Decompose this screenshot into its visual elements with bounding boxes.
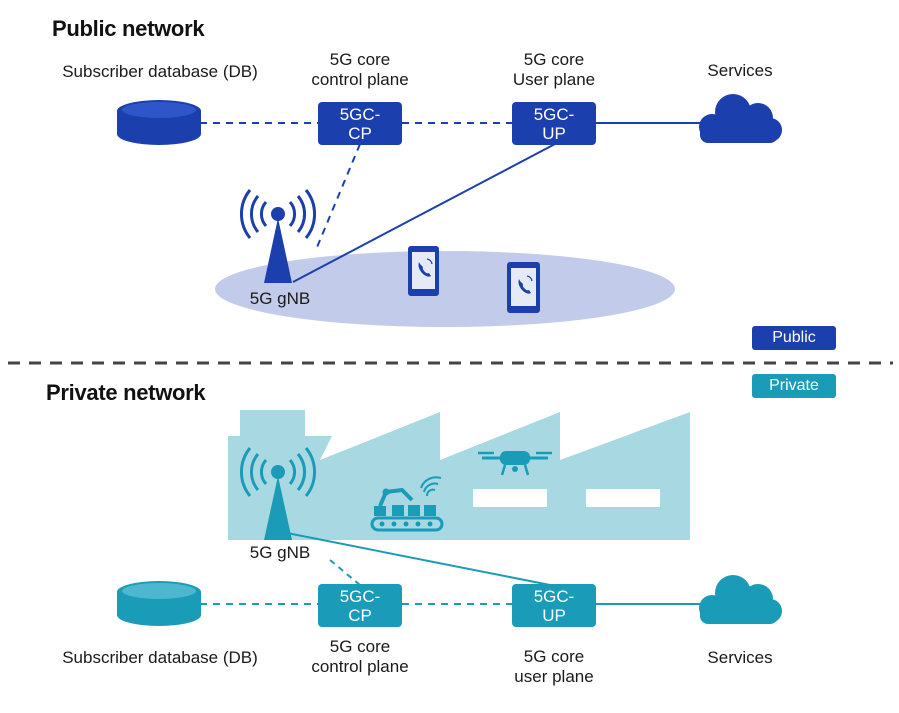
database-icon <box>117 100 201 145</box>
core-up-node: 5GC- UP <box>512 584 596 627</box>
phone-icon <box>408 246 439 296</box>
robot-arm-icon <box>370 476 444 532</box>
factory-icon <box>228 410 690 540</box>
factory-window <box>586 489 660 507</box>
gnb-label: 5G gNB <box>249 289 311 308</box>
subscriber-db-label: Subscriber database (DB) <box>62 62 258 81</box>
antenna-icon <box>240 189 316 283</box>
gnb-up-link <box>281 531 556 587</box>
core-cp-node: 5GC- CP <box>318 102 402 145</box>
gnb-cp-link <box>314 143 361 253</box>
core-cp-caption: 5G core control plane <box>290 50 430 90</box>
node-line: CP <box>348 605 372 625</box>
node-line: 5GC- <box>339 586 381 606</box>
factory-window <box>473 489 547 507</box>
subscriber-db-label: Subscriber database (DB) <box>62 648 258 667</box>
core-up-node: 5GC- UP <box>512 102 596 145</box>
core-up-caption-text: 5G core user plane <box>514 647 594 686</box>
drone-icon <box>478 451 552 476</box>
gnb-up-link <box>292 143 556 283</box>
public-tag: Public <box>752 326 836 350</box>
node-line: UP <box>542 123 566 143</box>
phone-icon <box>507 262 540 313</box>
services-label: Services <box>707 61 773 80</box>
database-icon <box>117 581 201 626</box>
gnb-label: 5G gNB <box>249 543 311 562</box>
public-network-title: Public network <box>52 16 205 41</box>
node-line: CP <box>348 123 372 143</box>
core-cp-caption-text: 5G core control plane <box>311 50 409 89</box>
node-line: UP <box>542 605 566 625</box>
core-up-caption: 5G core User plane <box>484 50 624 90</box>
node-line: 5GC- <box>533 104 575 124</box>
services-label: Services <box>707 648 773 667</box>
node-line: 5GC- <box>533 586 575 606</box>
core-up-caption: 5G core user plane <box>484 647 624 687</box>
core-up-caption-text: 5G core User plane <box>512 50 596 89</box>
private-network-title: Private network <box>46 380 206 405</box>
core-cp-caption-text: 5G core control plane <box>311 637 409 676</box>
antenna-icon <box>240 447 316 540</box>
gnb-cp-link <box>329 559 361 586</box>
node-line: 5GC- <box>339 104 381 124</box>
core-cp-node: 5GC- CP <box>318 584 402 627</box>
core-cp-caption: 5G core control plane <box>290 637 430 677</box>
private-tag: Private <box>752 374 836 398</box>
cloud-icon <box>699 94 782 143</box>
cloud-icon <box>699 575 782 624</box>
coverage-area <box>215 251 675 327</box>
